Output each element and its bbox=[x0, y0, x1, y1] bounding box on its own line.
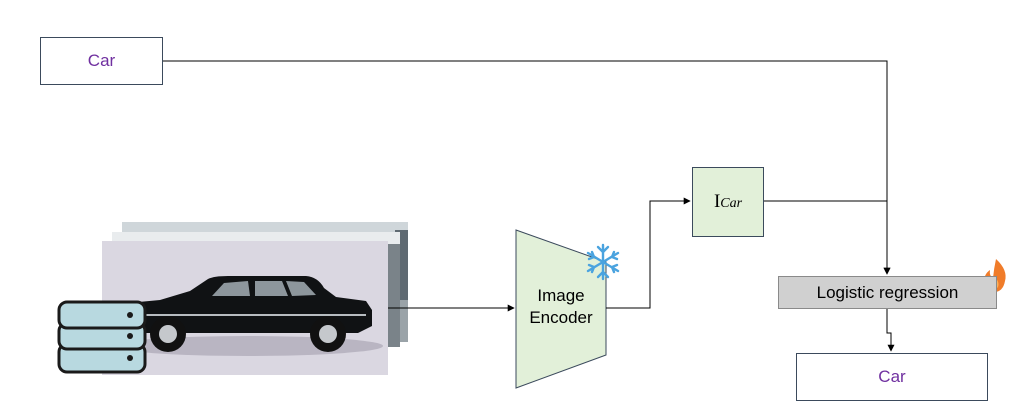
class-name-input-box: Car bbox=[40, 37, 163, 85]
connector-encoder-to-feature bbox=[606, 197, 691, 309]
class-name-input-text: Car bbox=[87, 51, 116, 70]
image-stack bbox=[102, 222, 408, 375]
image-encoder-label-line2: Encoder bbox=[529, 308, 593, 327]
image-encoder-shape bbox=[515, 229, 607, 389]
connector-feature-to-classifier bbox=[764, 200, 891, 275]
predicted-class-text: Car bbox=[878, 367, 906, 386]
car-photo bbox=[102, 241, 388, 375]
snowflake-icon bbox=[586, 243, 620, 281]
database-icon bbox=[57, 300, 147, 374]
image-feature-subscript: Car bbox=[720, 196, 743, 211]
logistic-regression-label: Logistic regression bbox=[816, 282, 959, 302]
connector-classifier-to-output bbox=[886, 309, 895, 352]
predicted-class-box: Car bbox=[796, 353, 988, 401]
image-feature-symbol: I bbox=[713, 191, 721, 212]
image-encoder-label-line1: Image bbox=[537, 286, 585, 305]
logistic-regression-box: Logistic regression bbox=[778, 276, 997, 309]
image-encoder-label: Image Encoder bbox=[516, 285, 606, 329]
